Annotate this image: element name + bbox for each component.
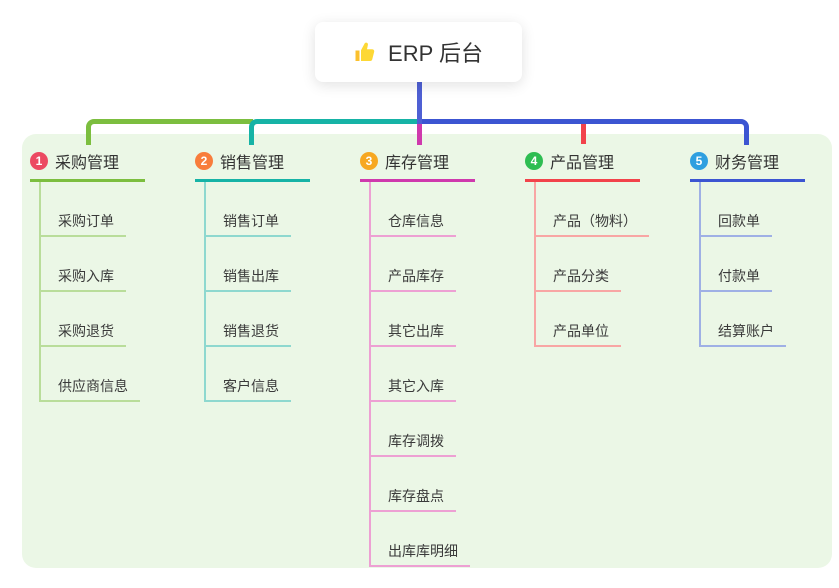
child-node[interactable]: 客户信息 [206, 347, 310, 402]
connector-sales [249, 119, 419, 145]
child-node[interactable]: 产品库存 [371, 237, 475, 292]
branch-title-node[interactable]: 5 财务管理 [690, 149, 805, 182]
child-node[interactable]: 出库库明细 [371, 512, 475, 567]
child-node[interactable]: 产品单位 [536, 292, 649, 347]
branch-number-badge: 4 [525, 152, 543, 170]
branch-title-label: 产品管理 [550, 155, 615, 172]
branch-title-node[interactable]: 4 产品管理 [525, 149, 640, 182]
child-node-label: 其它入库 [371, 376, 456, 402]
child-node-label: 回款单 [701, 211, 772, 237]
child-node-label: 产品分类 [536, 266, 621, 292]
branch-number-badge: 1 [30, 152, 48, 170]
child-node[interactable]: 其它出库 [371, 292, 475, 347]
child-node[interactable]: 库存盘点 [371, 457, 475, 512]
root-node[interactable]: ERP 后台 [315, 22, 522, 82]
branch-product: 4 产品管理 产品（物料） 产品分类 产品单位 [525, 149, 649, 347]
root-node-label: ERP 后台 [388, 41, 483, 66]
branch-number-badge: 3 [360, 152, 378, 170]
child-node-label: 产品（物料） [536, 211, 649, 237]
child-node-label: 采购入库 [41, 266, 126, 292]
child-node[interactable]: 销售订单 [206, 182, 310, 237]
connector-product [581, 124, 586, 144]
child-node-label: 客户信息 [206, 376, 291, 402]
child-node-label: 其它出库 [371, 321, 456, 347]
child-node-label: 产品单位 [536, 321, 621, 347]
child-node-label: 采购订单 [41, 211, 126, 237]
child-node[interactable]: 供应商信息 [41, 347, 145, 402]
child-node[interactable]: 产品（物料） [536, 182, 649, 237]
child-node[interactable]: 产品分类 [536, 237, 649, 292]
branch-children: 回款单 付款单 结算账户 [699, 182, 805, 347]
child-node[interactable]: 销售出库 [206, 237, 310, 292]
child-node[interactable]: 其它入库 [371, 347, 475, 402]
child-node-label: 出库库明细 [371, 541, 470, 567]
branch-title-node[interactable]: 2 销售管理 [195, 149, 310, 182]
branch-children: 产品（物料） 产品分类 产品单位 [534, 182, 649, 347]
child-node[interactable]: 仓库信息 [371, 182, 475, 237]
child-node-label: 供应商信息 [41, 376, 140, 402]
thumbs-up-icon [354, 40, 378, 64]
connector-finance [417, 119, 749, 145]
child-node[interactable]: 回款单 [701, 182, 805, 237]
connector-purchase [86, 119, 253, 145]
child-node[interactable]: 采购入库 [41, 237, 145, 292]
root-connector-line [417, 82, 422, 124]
branch-title-label: 采购管理 [55, 155, 120, 172]
branch-children: 仓库信息 产品库存 其它出库 其它入库 库存调拨 库存盘点 出库库明细 [369, 182, 475, 567]
branch-title-label: 库存管理 [385, 155, 450, 172]
child-node-label: 销售订单 [206, 211, 291, 237]
branch-inventory: 3 库存管理 仓库信息 产品库存 其它出库 其它入库 库存调拨 库存盘点 出库库… [360, 149, 475, 567]
child-node[interactable]: 销售退货 [206, 292, 310, 347]
child-node-label: 仓库信息 [371, 211, 456, 237]
branch-title-label: 财务管理 [715, 155, 780, 172]
branch-purchase: 1 采购管理 采购订单 采购入库 采购退货 供应商信息 [30, 149, 145, 402]
branch-finance: 5 财务管理 回款单 付款单 结算账户 [690, 149, 805, 347]
branch-title-node[interactable]: 1 采购管理 [30, 149, 145, 182]
branch-number-badge: 5 [690, 152, 708, 170]
child-node-label: 产品库存 [371, 266, 456, 292]
child-node[interactable]: 采购订单 [41, 182, 145, 237]
branches-background-panel [22, 134, 832, 568]
branch-sales: 2 销售管理 销售订单 销售出库 销售退货 客户信息 [195, 149, 310, 402]
branch-title-node[interactable]: 3 库存管理 [360, 149, 475, 182]
branch-title-label: 销售管理 [220, 155, 285, 172]
connector-inventory [417, 124, 422, 145]
child-node[interactable]: 采购退货 [41, 292, 145, 347]
branch-number-badge: 2 [195, 152, 213, 170]
child-node-label: 销售出库 [206, 266, 291, 292]
child-node-label: 付款单 [701, 266, 772, 292]
child-node-label: 库存调拨 [371, 431, 456, 457]
branch-children: 采购订单 采购入库 采购退货 供应商信息 [39, 182, 145, 402]
child-node[interactable]: 付款单 [701, 237, 805, 292]
child-node[interactable]: 库存调拨 [371, 402, 475, 457]
child-node-label: 采购退货 [41, 321, 126, 347]
branch-children: 销售订单 销售出库 销售退货 客户信息 [204, 182, 310, 402]
child-node-label: 销售退货 [206, 321, 291, 347]
child-node[interactable]: 结算账户 [701, 292, 805, 347]
child-node-label: 库存盘点 [371, 486, 456, 512]
child-node-label: 结算账户 [701, 321, 786, 347]
